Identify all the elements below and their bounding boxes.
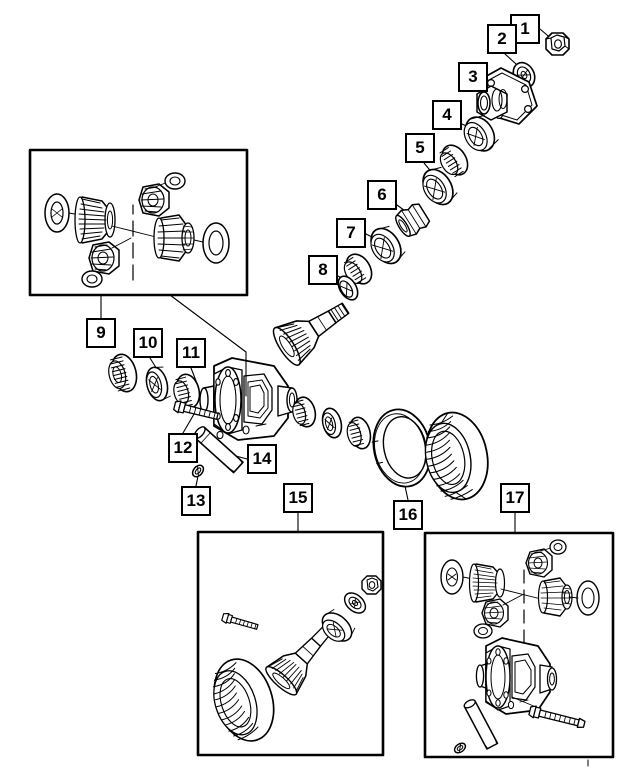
callout-15[interactable]: 15 xyxy=(283,483,313,513)
callout-17[interactable]: 17 xyxy=(500,483,530,513)
callout-14[interactable]: 14 xyxy=(247,444,277,474)
callout-4[interactable]: 4 xyxy=(432,100,462,130)
callout-13[interactable]: 13 xyxy=(181,486,211,516)
callout-6[interactable]: 6 xyxy=(367,180,397,210)
callout-16[interactable]: 16 xyxy=(393,500,423,530)
callout-10[interactable]: 10 xyxy=(133,328,163,358)
callout-3[interactable]: 3 xyxy=(458,62,488,92)
callout-2[interactable]: 2 xyxy=(487,24,517,54)
callout-7[interactable]: 7 xyxy=(336,218,366,248)
callout-5[interactable]: 5 xyxy=(405,133,435,163)
callout-9[interactable]: 9 xyxy=(86,318,116,348)
callout-11[interactable]: 11 xyxy=(176,338,206,368)
callout-12[interactable]: 12 xyxy=(168,433,198,463)
callout-8[interactable]: 8 xyxy=(308,255,338,285)
